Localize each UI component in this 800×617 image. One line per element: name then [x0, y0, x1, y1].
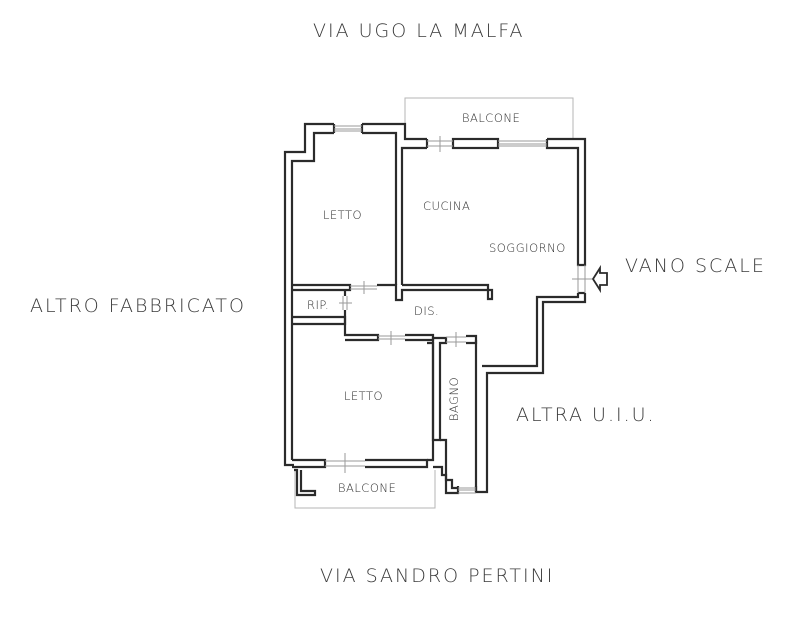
- room-cucina: CUCINA: [423, 199, 471, 213]
- altro-fabbricato-label: ALTRO FABBRICATO: [30, 295, 246, 317]
- room-balcone-bottom: BALCONE: [338, 481, 397, 495]
- room-balcone-top: BALCONE: [462, 111, 521, 125]
- altra-uiu-label: ALTRA U.I.U.: [516, 404, 656, 426]
- walls: [283, 122, 587, 497]
- vano-scale-label: VANO SCALE: [625, 255, 766, 277]
- openings: [325, 125, 592, 494]
- balcony-outline-bottom: [294, 470, 436, 509]
- room-bagno: BAGNO: [447, 376, 462, 422]
- street-north-label: VIA UGO LA MALFA: [313, 20, 525, 42]
- room-disimpegno: DIS.: [414, 304, 440, 318]
- balcony-outline-top: [404, 97, 574, 139]
- entry-arrow-icon: [591, 264, 608, 294]
- street-south-label: VIA SANDRO PERTINI: [320, 565, 555, 587]
- room-letto-bottom: LETTO: [344, 389, 384, 403]
- room-ripostiglio: RIP.: [307, 298, 330, 312]
- room-soggiorno: SOGGIORNO: [489, 241, 566, 255]
- room-letto-top: LETTO: [323, 208, 363, 222]
